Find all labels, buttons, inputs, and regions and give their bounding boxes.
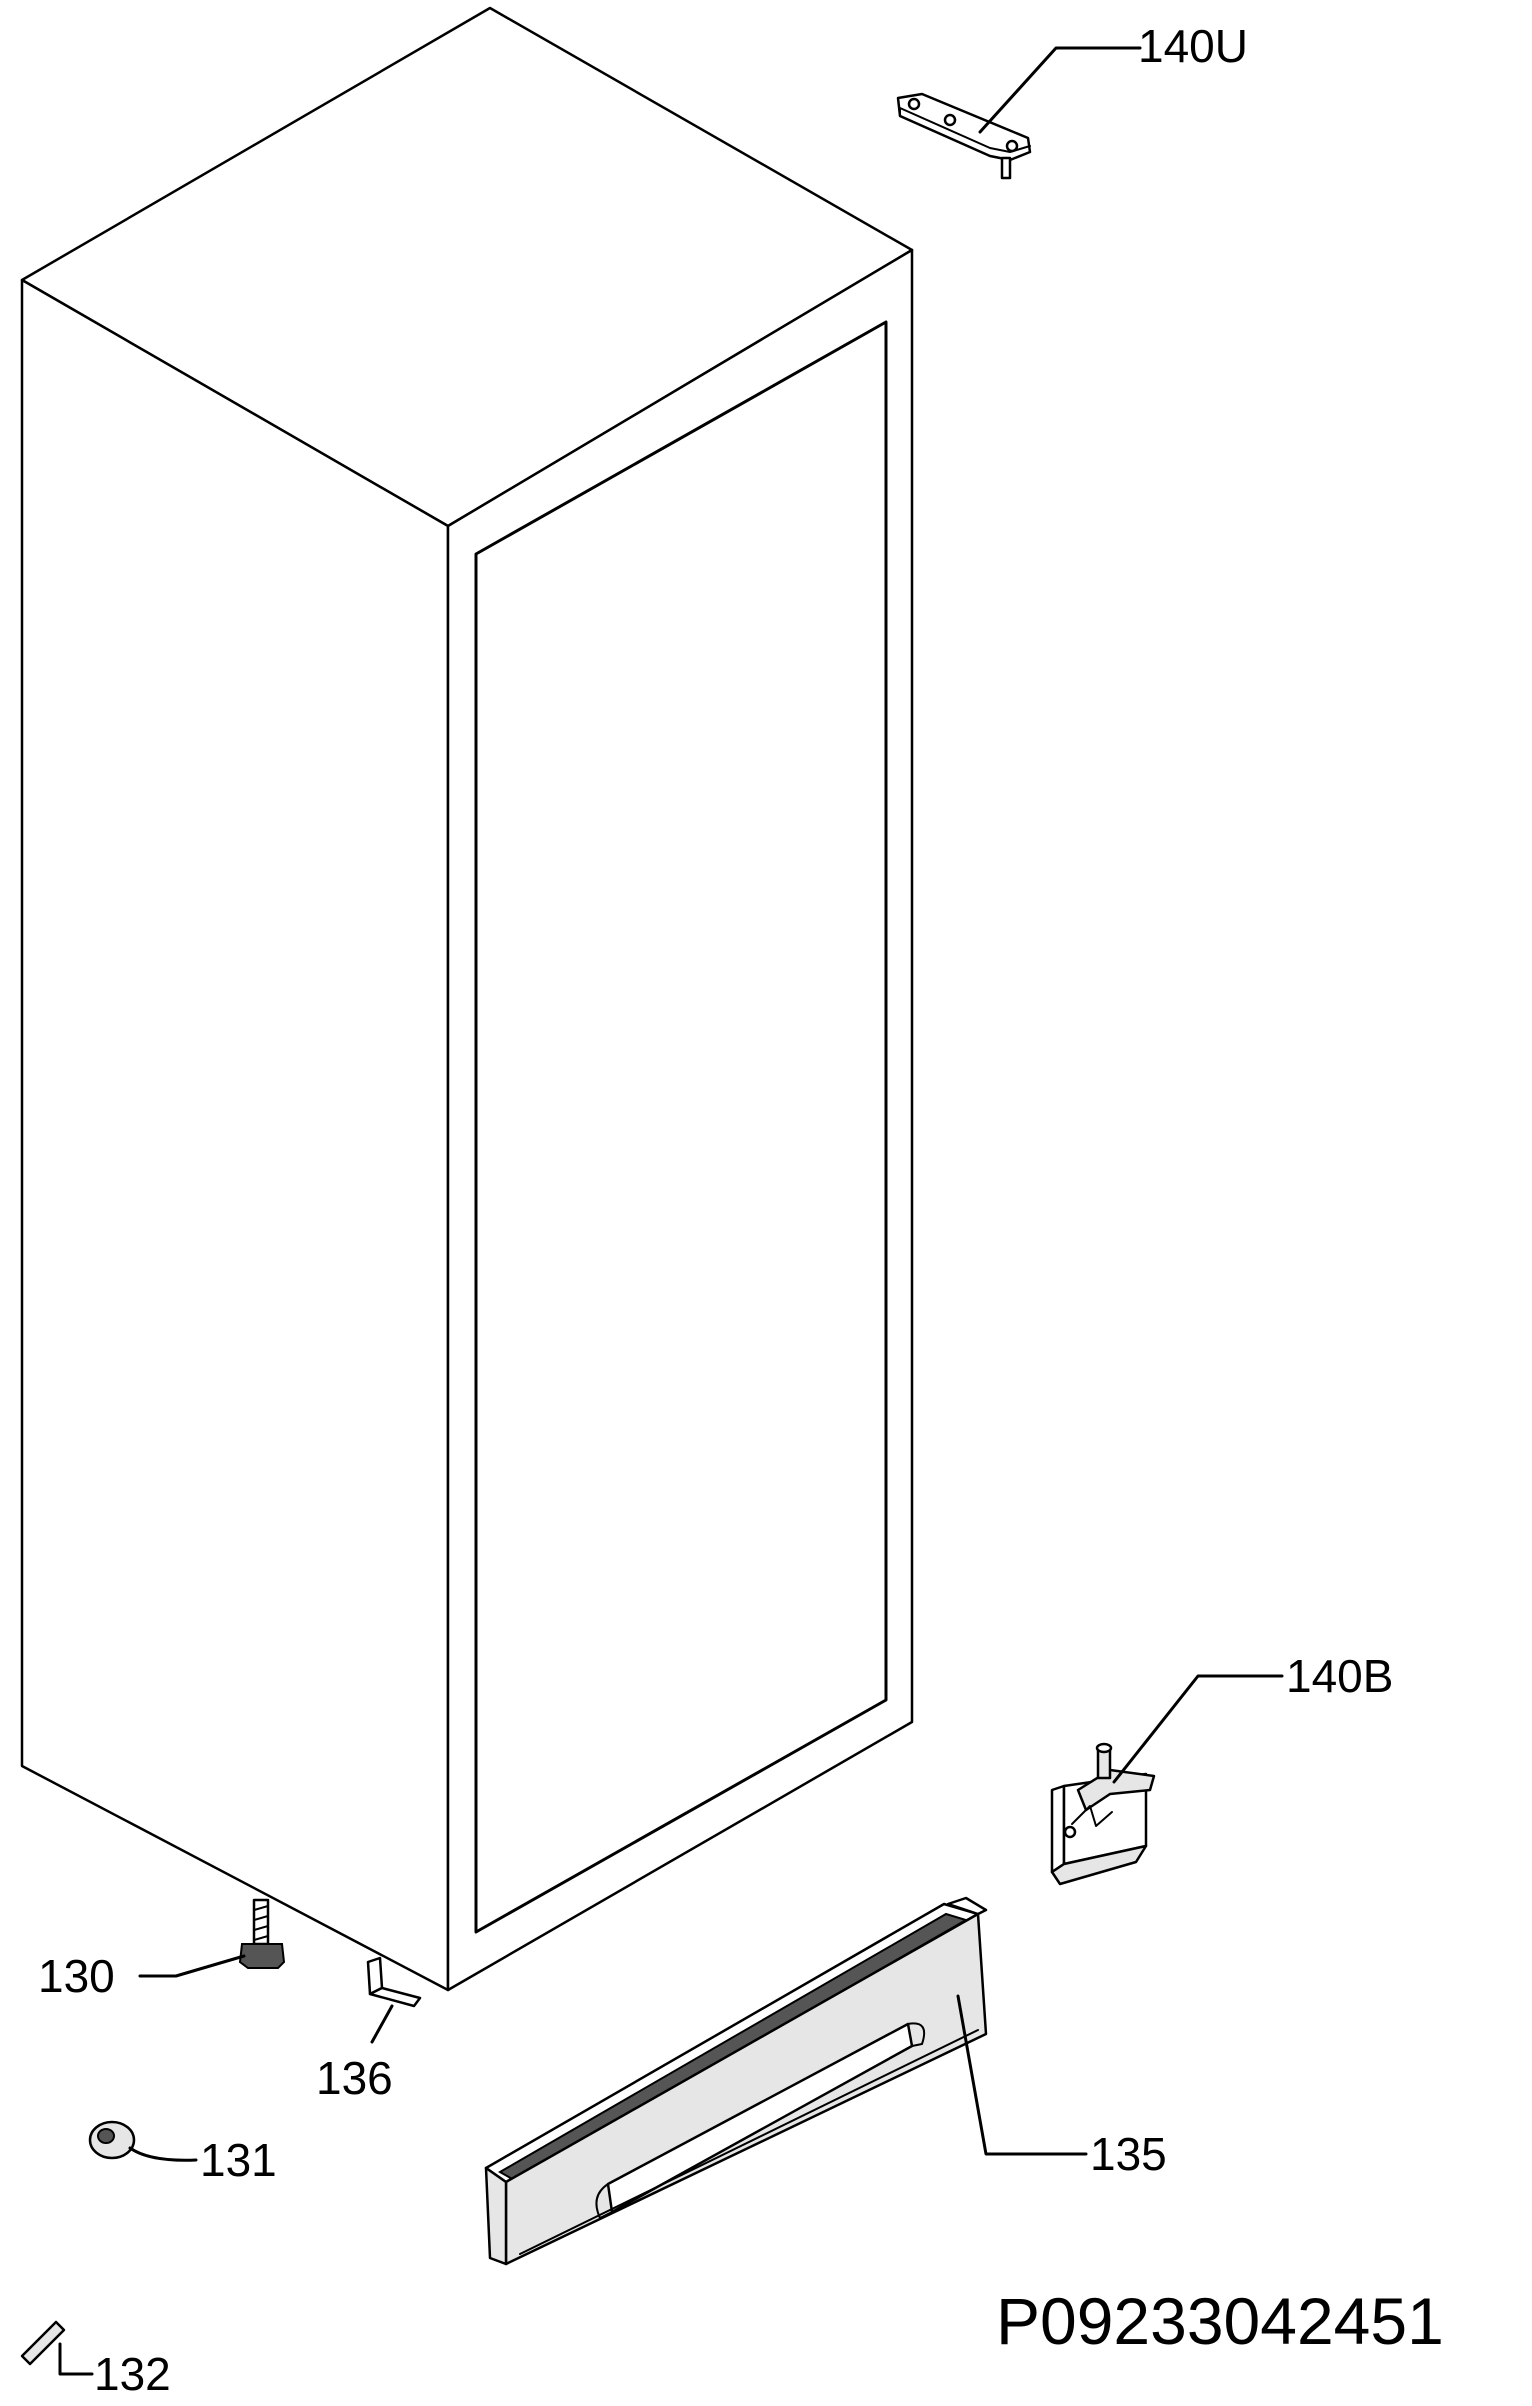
label-131: 131: [200, 2134, 277, 2186]
leader-line-135: [956, 1994, 1088, 2156]
label-136: 136: [316, 2052, 393, 2104]
label-132: 132: [94, 2348, 171, 2400]
bottom-hinge-detail: [1071, 1805, 1113, 1827]
foot-screw: [138, 1898, 286, 1978]
leader-line-140U: [978, 46, 1142, 134]
leader-line-136: [370, 2004, 394, 2044]
upper-hinge-hole: [943, 113, 957, 127]
foot-cap-hole: [97, 2128, 115, 2144]
plinth-right-end: [946, 1896, 988, 1916]
leader-line-132: [58, 2342, 94, 2376]
upper-hinge-hole: [1005, 139, 1019, 153]
label-140B: 140B: [1286, 1650, 1393, 1702]
drawing-code: P09233042451: [996, 2284, 1444, 2358]
label-130: 130: [38, 1950, 115, 2002]
bottom-hinge: [1050, 1674, 1284, 1886]
bracket-base: [368, 1986, 422, 2008]
pin-body: [20, 2320, 66, 2366]
leader-line-131: [128, 2146, 198, 2162]
upper-hinge: [896, 46, 1142, 180]
plinth-left-end: [484, 2166, 508, 2266]
plinth-front-face: [504, 1912, 988, 2266]
leader-line-140B: [1112, 1674, 1284, 1784]
cabinet-side-face: [20, 278, 450, 1992]
cabinet-front-face: [446, 248, 914, 1992]
bottom-hinge-foot: [1050, 1844, 1148, 1886]
bottom-hinge-back-plate: [1050, 1784, 1066, 1874]
plinth-recess-left: [595, 2183, 613, 2219]
foot-screw-head: [238, 1943, 286, 1969]
upper-hinge-plate: [896, 92, 1032, 162]
door-panel-outline: [474, 320, 888, 1934]
upper-hinge-hole: [907, 97, 921, 111]
leader-line-130: [138, 1954, 246, 1978]
label-140U: 140U: [1138, 20, 1248, 72]
bracket: [366, 1956, 422, 2044]
upper-hinge-pin: [1000, 156, 1012, 180]
cabinet: [20, 6, 914, 1992]
bottom-hinge-pin-top: [1095, 1742, 1113, 1754]
bottom-hinge-hole: [1063, 1825, 1077, 1839]
plinth-bottom-edge: [519, 2029, 979, 2255]
plinth-recess-right: [907, 2022, 926, 2047]
foot-cap: [88, 2120, 198, 2162]
pin: [20, 2320, 94, 2376]
foot-screw-thread-lines: [253, 1905, 269, 1941]
label-135: 135: [1090, 2128, 1167, 2180]
plinth-panel: [484, 1896, 1088, 2266]
